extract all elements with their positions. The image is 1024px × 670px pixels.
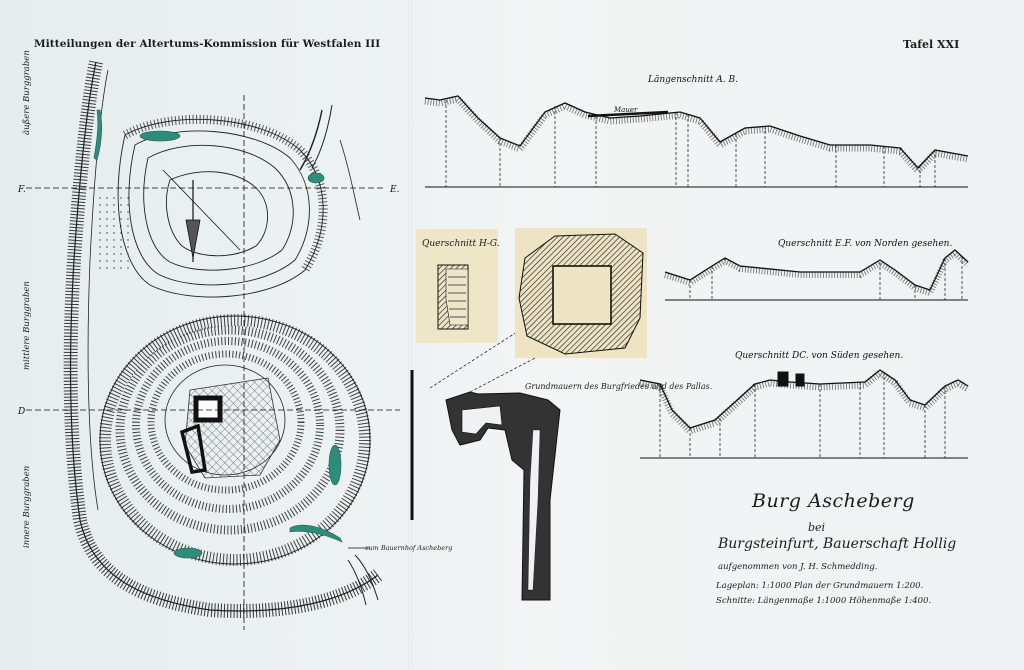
plate-title-place: Burgsteinfurt, Bauerschaft Hollig: [718, 536, 957, 552]
plate-credit: aufgenommen von J. H. Schmedding.: [718, 562, 878, 572]
inset-hg-title: Querschnitt H-G.: [422, 239, 500, 249]
header-publication: Mitteilungen der Altertums-Kommission fü…: [34, 38, 381, 50]
cross-section-dc: [639, 368, 970, 459]
scale-note-plan: Lageplan: 1:1000 Plan der Grundmauern 1:…: [716, 581, 924, 591]
wall-plan-caption: Grundmauern des Burgfriedes und des Pall…: [525, 382, 713, 391]
cross-section-ef: [664, 249, 971, 301]
longitudinal-section-title: Längenschnitt A. B.: [647, 75, 738, 85]
cross-section-dc-title: Querschnitt DC. von Süden gesehen.: [735, 351, 903, 361]
road-label: zum Bauernhof Ascheberg: [365, 544, 453, 552]
cross-section-ef-title: Querschnitt E.F. von Norden gesehen.: [778, 239, 952, 249]
point-label-f: F.: [17, 185, 26, 195]
wall-label: Mauer: [613, 106, 638, 114]
point-label-e: E.: [389, 185, 400, 195]
plate-number: Tafel XXI: [903, 38, 960, 51]
inset-cross-section-hg: Querschnitt H-G.: [416, 229, 500, 343]
site-plan: [26, 60, 414, 630]
longitudinal-section: [424, 95, 969, 188]
plate-title-bei: bei: [808, 521, 826, 534]
point-label-d: D: [17, 407, 25, 417]
scale-note-sections: Schnitte: Längenmaße 1:1000 Höhenmaße 1:…: [716, 596, 932, 606]
wall-plan: [429, 329, 561, 601]
inset-tower-plan: [515, 228, 647, 358]
page-fold: [408, 0, 412, 670]
plate-title: Burg Ascheberg: [752, 490, 915, 512]
